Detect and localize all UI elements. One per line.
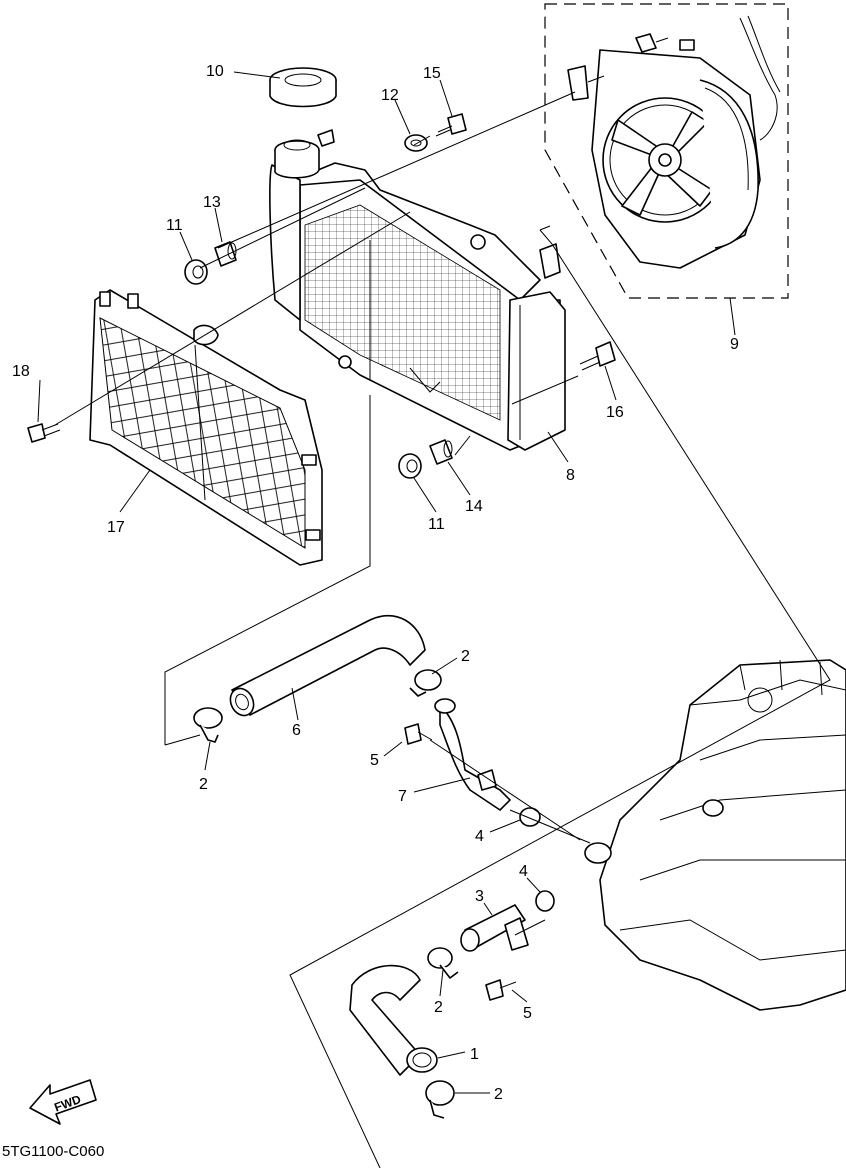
callout-2-middle: 2 [434,999,443,1016]
collar-14 [429,439,453,465]
hose-clamp-upper-right [409,669,442,697]
callout-9: 9 [730,336,739,353]
callout-16: 16 [606,404,624,421]
pipe-3 [460,904,529,952]
radiator-cap [269,67,337,108]
hose-6 [229,615,426,717]
o-ring-4-upper [519,807,541,827]
callout-10: 10 [206,63,224,80]
callout-6: 6 [292,722,301,739]
hose-clamp-bottom [425,1080,455,1119]
callout-14: 14 [465,498,483,515]
callout-11-lower: 11 [428,516,445,533]
callout-labels: 10 12 15 13 11 18 17 16 8 9 14 11 2 2 6 … [12,63,739,1103]
bolt-16 [579,341,616,371]
pipe-7 [434,698,511,811]
callout-4-upper: 4 [475,828,484,845]
callout-12: 12 [381,87,399,104]
diagram-code: 5TG1100-C060 [2,1143,104,1160]
fwd-arrow-icon: FWD [29,1079,97,1125]
callout-4-lower: 4 [519,863,528,880]
collar-13 [214,241,237,267]
callout-5-lower: 5 [523,1005,532,1022]
hose-1 [349,964,438,1076]
grommet-11-lower [398,453,422,479]
callout-2-top-right: 2 [461,648,470,665]
bolt-15 [435,113,467,137]
bolt-18 [27,423,61,443]
callout-2-top-left: 2 [199,776,208,793]
o-ring-4-lower [535,890,555,912]
callout-5-upper: 5 [370,752,379,769]
radiator [269,159,566,451]
callout-7: 7 [398,788,407,805]
callout-1: 1 [470,1046,479,1063]
reference-lines [164,225,831,1168]
callout-18: 18 [12,363,30,380]
callout-11-upper: 11 [166,217,183,234]
callout-leaders [37,71,736,1094]
engine-block [584,659,846,1011]
filler-neck [274,129,335,179]
callout-13: 13 [203,194,221,211]
callout-3: 3 [475,888,484,905]
callout-2-bottom: 2 [494,1086,503,1103]
callout-17: 17 [107,519,125,536]
fan-assembly [544,3,789,299]
callout-8: 8 [566,467,575,484]
callout-15: 15 [423,65,441,82]
bolt-5-upper [404,723,433,745]
hose-clamp-middle [427,947,459,979]
assembly-paths [54,91,591,936]
radiator-grille [89,289,323,566]
grommet-12 [404,134,428,152]
grommet-11-upper [184,259,208,285]
hose-clamp-upper-left [193,707,223,743]
bolt-5-lower [485,979,517,1001]
